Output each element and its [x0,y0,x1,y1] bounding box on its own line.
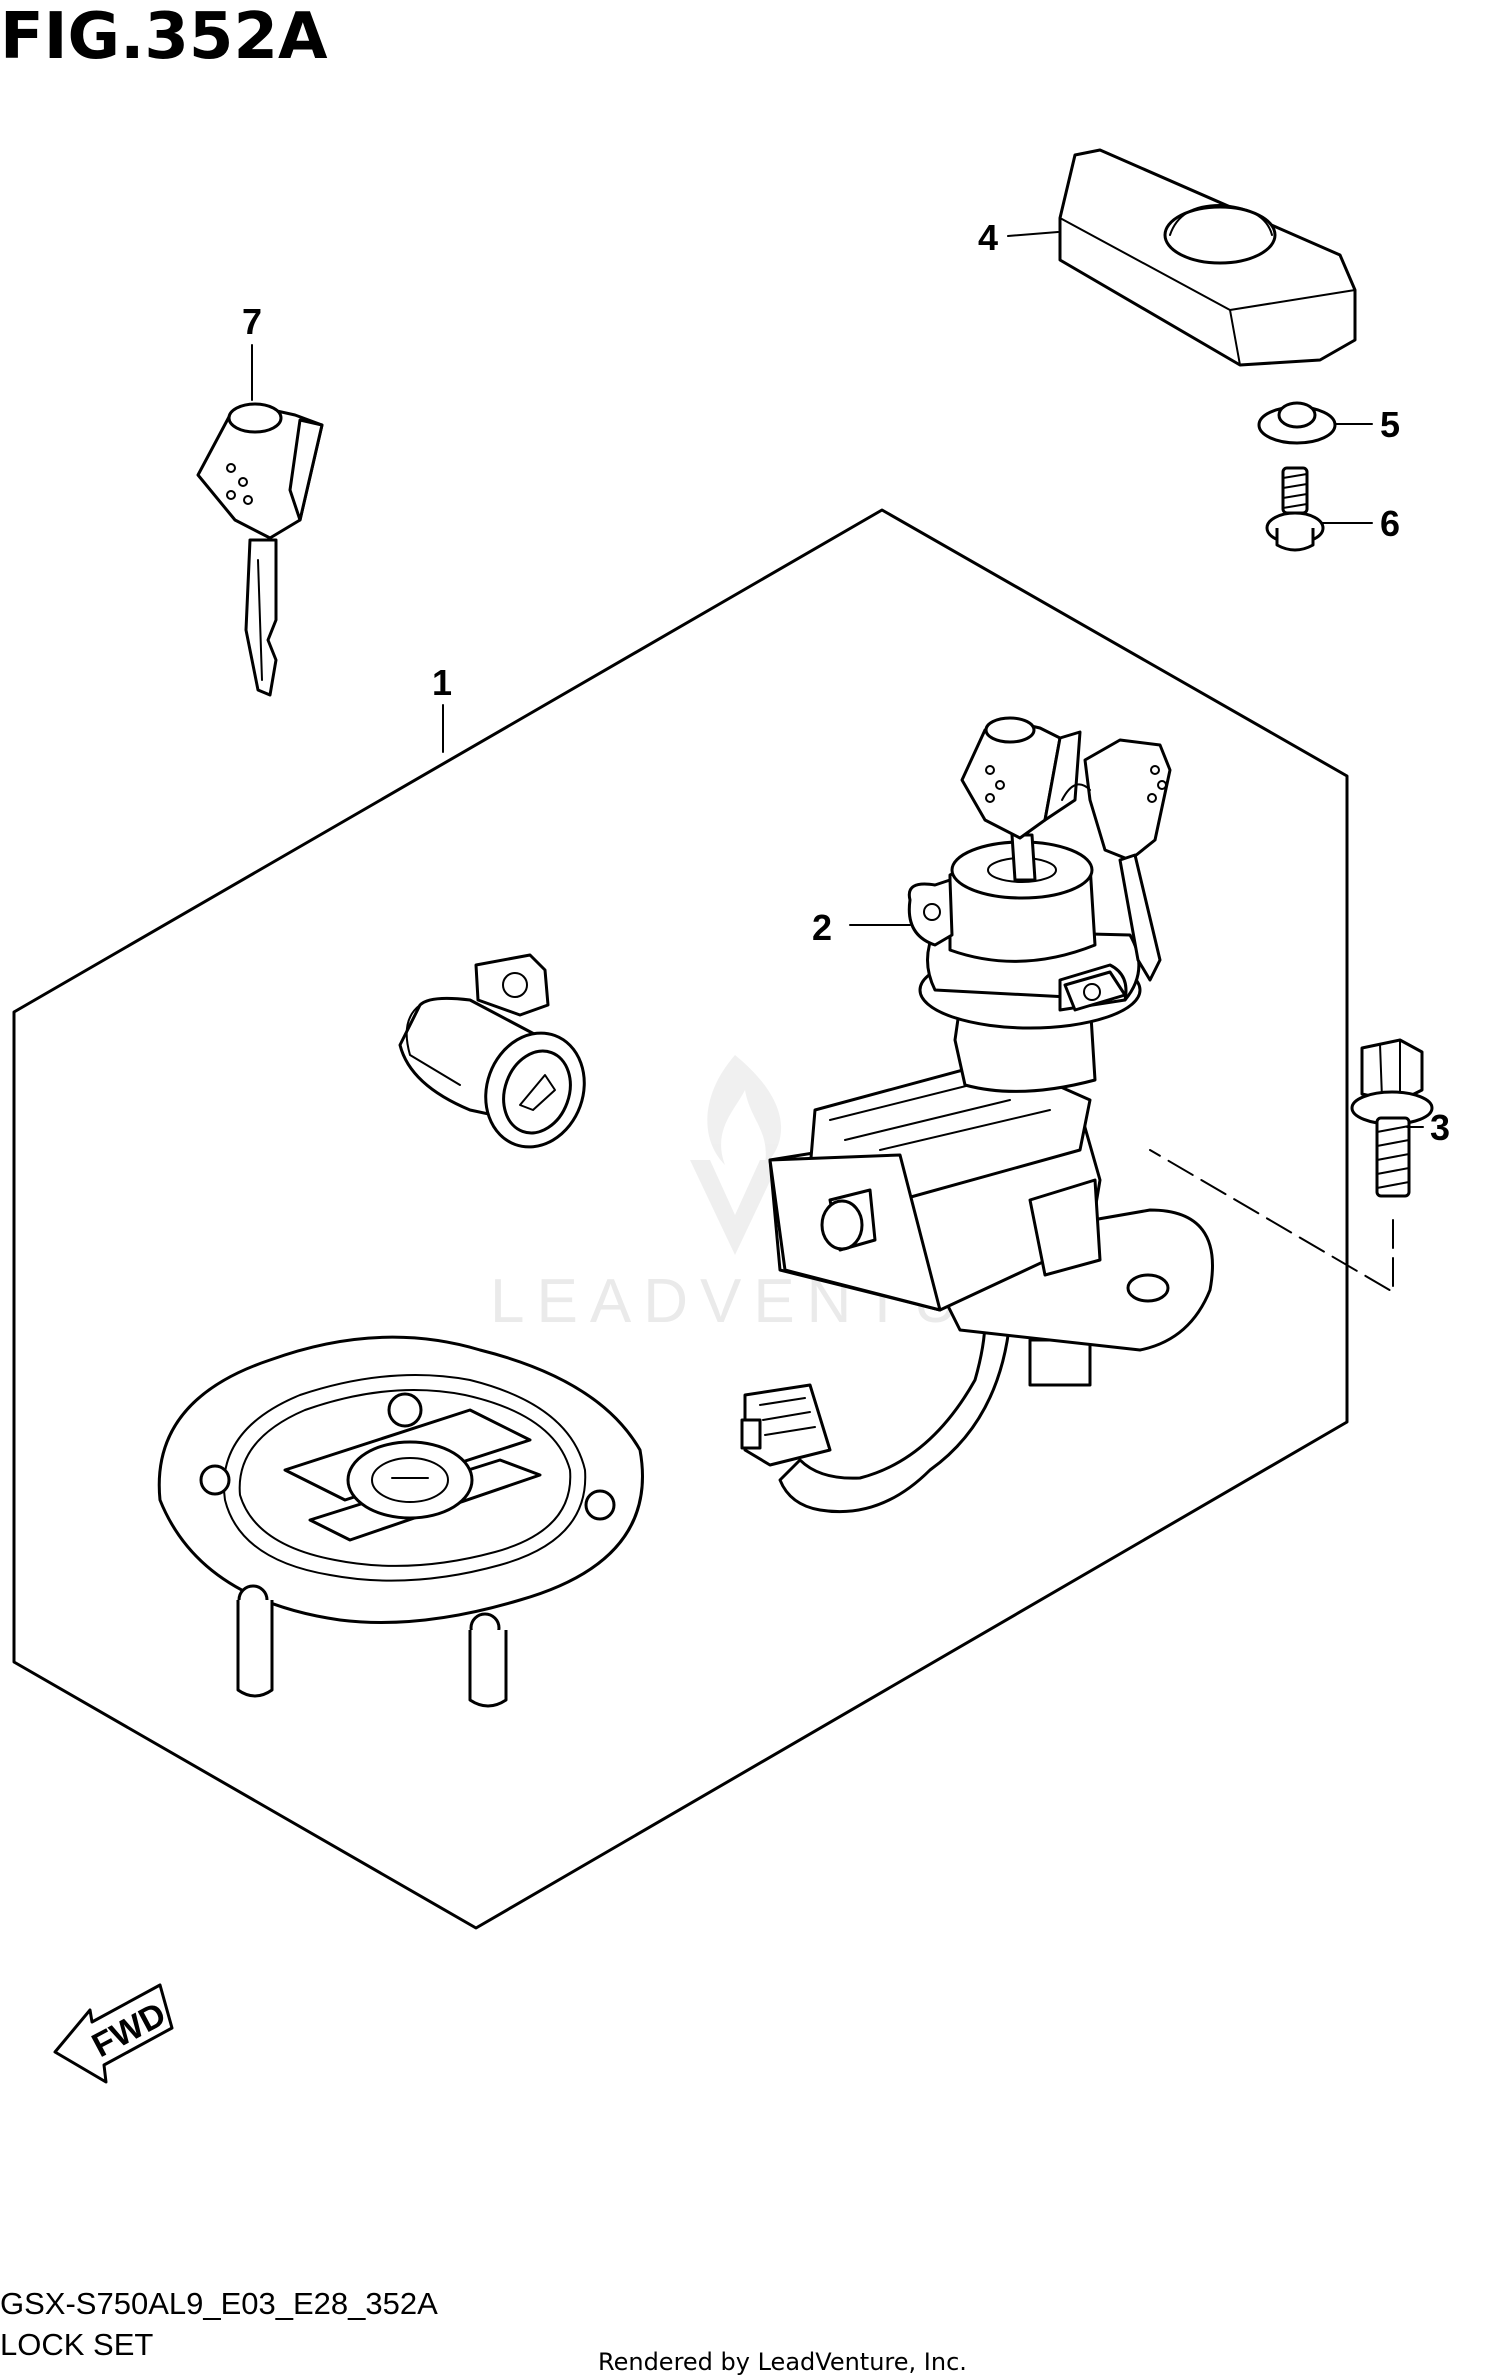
figure-title: FIG.352A [0,0,328,74]
key-part [196,402,324,697]
lock-set-outline [12,508,1349,1930]
render-credit: Rendered by LeadVenture, Inc. [598,2348,967,2376]
callout-number-7: 7 [242,301,262,342]
screw-part [1265,466,1325,552]
washer-part [1257,401,1337,445]
bolt-part [1350,1038,1434,1198]
callout-number-2: 2 [812,907,832,948]
fwd-direction-indicator: FWD [53,1983,174,2084]
cover-part [1058,148,1357,367]
callout-number-5: 5 [1380,404,1400,445]
seat-lock-part [398,953,586,1149]
watermark-v-icon [690,1160,780,1255]
ignition-switch-part [740,716,1214,1514]
callout-number-3: 3 [1430,1107,1450,1148]
callout-4-leader [1007,231,1059,237]
fwd-arrow-icon [53,1983,174,2084]
callout-number-4: 4 [978,217,998,258]
figure-name: LOCK SET [0,2327,153,2362]
figure-code: GSX-S750AL9_E03_E28_352A [0,2286,438,2321]
watermark-flame-icon [707,1055,782,1165]
callout-number-1: 1 [432,662,452,703]
bolt-leader-line [1149,1149,1394,1293]
fuel-cap-lock-part [157,1335,644,1708]
callout-number-6: 6 [1380,503,1400,544]
